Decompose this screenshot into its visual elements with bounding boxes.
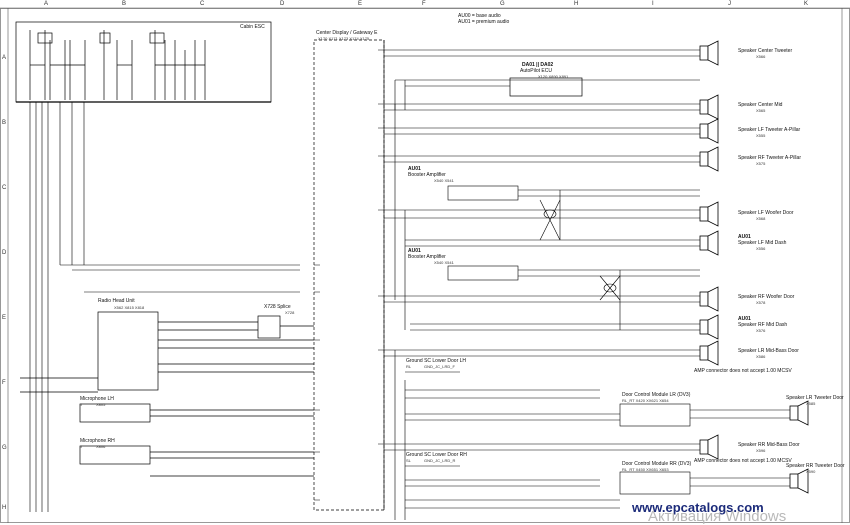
ground-lower-door-lh-title: Ground SC Lower Door LH — [406, 358, 467, 364]
ground-lower-door-rh-sub: SL — [406, 458, 411, 463]
legend-au00: AU00 = base audio — [458, 13, 501, 19]
grid-col-h: H — [574, 1, 579, 7]
ground-lower-door-rh-title: Ground SC Lower Door RH — [406, 452, 467, 458]
grid-row-e: E — [2, 315, 7, 321]
speaker-center-mid-connector: X565 — [756, 108, 766, 113]
speaker-center-mid-title: Speaker Center Mid — [738, 102, 783, 108]
grid-row-c: C — [2, 185, 7, 191]
ground-lower-door-rh-code: GND_JC_LRD_R — [424, 458, 456, 463]
autopilot-sub: AutoPilot ECU — [520, 68, 552, 74]
speaker-lr-midbass-title: Speaker LR Mid-Bass Door — [738, 348, 799, 354]
grid-col-i: I — [652, 1, 654, 7]
ground-lower-door-lh-sub: RL — [406, 364, 412, 369]
autopilot-title: DA01 || DA02 — [522, 62, 554, 68]
booster-2-connectors: X540 X541 — [434, 260, 454, 265]
booster-2-title: Booster Amplifier — [408, 254, 446, 260]
speaker-rr-tweeter-title: Speaker RR Tweeter Door — [786, 463, 845, 469]
door-control-modules — [619, 403, 790, 495]
speaker-rf-woofer-connector: X578 — [756, 300, 766, 305]
grid-col-d: D — [280, 1, 285, 7]
grid-col-e: E — [358, 1, 363, 7]
speaker-lr-tweeter-connector: X585 — [806, 401, 816, 406]
grid-row-a: A — [2, 55, 7, 61]
microphone-rh-sub: J — [80, 444, 82, 449]
speaker-rf-mid-option: AU01 — [738, 316, 751, 322]
speaker-rr-midbass-title: Speaker RR Mid-Bass Door — [738, 442, 800, 448]
door-module-rr-title: Door Control Module RR (DV3) — [622, 461, 692, 467]
speaker-lf-woofer-connector: X568 — [756, 216, 766, 221]
speaker-lf-tweeter-title: Speaker LF Tweeter A-Pillar — [738, 127, 801, 133]
speaker-lf-tweeter-connector: X555 — [756, 133, 766, 138]
grid-col-c: C — [200, 1, 205, 7]
legend-au01: AU01 = premium audio — [458, 19, 510, 25]
microphone-lh-connector: X805 — [96, 402, 106, 407]
booster-2-option: AU01 — [408, 248, 421, 254]
center-display-block — [313, 39, 385, 511]
cabin-esc-block — [15, 21, 272, 103]
amp-note-1: AMP connector does not accept 1.00 MCSV — [694, 368, 792, 374]
watermark-text: www.epcatalogs.com — [632, 500, 764, 515]
door-ground-connectors — [405, 371, 620, 509]
center-display-pins — [314, 49, 384, 501]
radio-head-unit-connectors: X562 X815 X818 — [114, 305, 145, 310]
speaker-lf-mid-option: AU01 — [738, 234, 751, 240]
amp-note-2: AMP connector does not accept 1.00 MCSV — [694, 458, 792, 464]
x728-splice-connector: X728 — [285, 310, 295, 315]
autopilot-ecu — [509, 77, 583, 97]
activation-ghost-text: Активация Windows — [648, 508, 787, 525]
grid-col-a: A — [44, 1, 49, 7]
ground-lower-door-lh-code: GND_JC_LRD_F — [424, 364, 455, 369]
speaker-rf-tweeter-connector: X575 — [756, 161, 766, 166]
booster-1-connectors: X540 X541 — [434, 178, 454, 183]
speaker-rr-midbass-connector: X596 — [756, 448, 766, 453]
door-module-rr-sub: RL_RT X450 XX651 X653 — [622, 467, 669, 472]
microphone-rh-title: Microphone RH — [80, 438, 115, 444]
grid-row-f: F — [2, 380, 6, 386]
speaker-harness — [384, 49, 700, 520]
grid-col-j: J — [728, 1, 731, 7]
speaker-center-tweeter-title: Speaker Center Tweeter — [738, 48, 793, 54]
grid-row-d: D — [2, 250, 7, 256]
speaker-lr-tweeter-title: Speaker LR Tweeter Door — [786, 395, 844, 401]
speaker-lf-mid-connector: X556 — [756, 246, 766, 251]
grid-col-b: B — [122, 1, 127, 7]
speaker-lr-midbass-connector: X586 — [756, 354, 766, 359]
speaker-rf-mid-connector: X576 — [756, 328, 766, 333]
grid-col-g: G — [500, 1, 505, 7]
speaker-lf-mid-title: Speaker LF Mid Dash — [738, 240, 787, 246]
speaker-rr-tweeter-connector: X590 — [806, 469, 816, 474]
speaker-rf-tweeter-title: Speaker RF Tweeter A-Pillar — [738, 155, 801, 161]
speaker-rf-mid-title: Speaker RF Mid Dash — [738, 322, 788, 328]
speaker-lf-woofer-title: Speaker LF Woofer Door — [738, 210, 794, 216]
autopilot-connectors: X120 X890 X891 — [538, 74, 569, 79]
grid-row-b: B — [2, 120, 7, 126]
radio-head-unit-title: Radio Head Unit — [98, 298, 135, 304]
speaker-rf-woofer-title: Speaker RF Woofer Door — [738, 294, 795, 300]
microphone-lh-title: Microphone LH — [80, 396, 114, 402]
center-display-title: Center Display / Gateway E — [316, 30, 378, 36]
microphone-rh-connector: X806 — [96, 444, 106, 449]
booster-1-title: Booster Amplifier — [408, 172, 446, 178]
cabin-esc-label: Cabin ESC — [240, 24, 265, 30]
grid-col-f: F — [422, 1, 426, 7]
door-module-lr-sub: RL_RT X420 XX621 X654 — [622, 398, 669, 403]
radio-head-unit-block — [20, 311, 314, 393]
booster-1-option: AU01 — [408, 166, 421, 172]
booster-amplifiers — [447, 185, 700, 330]
center-display-connectors: X170 X171 X173 X174 X175 — [318, 36, 370, 41]
x728-splice — [257, 315, 314, 339]
speaker-center-tweeter-connector: X566 — [756, 54, 766, 59]
cabin-bus-lines — [29, 102, 300, 512]
x728-splice-title: X728 Splice — [264, 304, 291, 310]
grid-col-k: K — [804, 1, 809, 7]
grid-row-h: H — [2, 505, 7, 511]
microphone-lh-sub: J — [80, 402, 82, 407]
door-module-lr-title: Door Control Module LR (DV3) — [622, 392, 691, 398]
microphone-blocks — [79, 403, 314, 477]
speaker-symbols — [699, 40, 809, 494]
grid-row-g: G — [2, 445, 7, 451]
